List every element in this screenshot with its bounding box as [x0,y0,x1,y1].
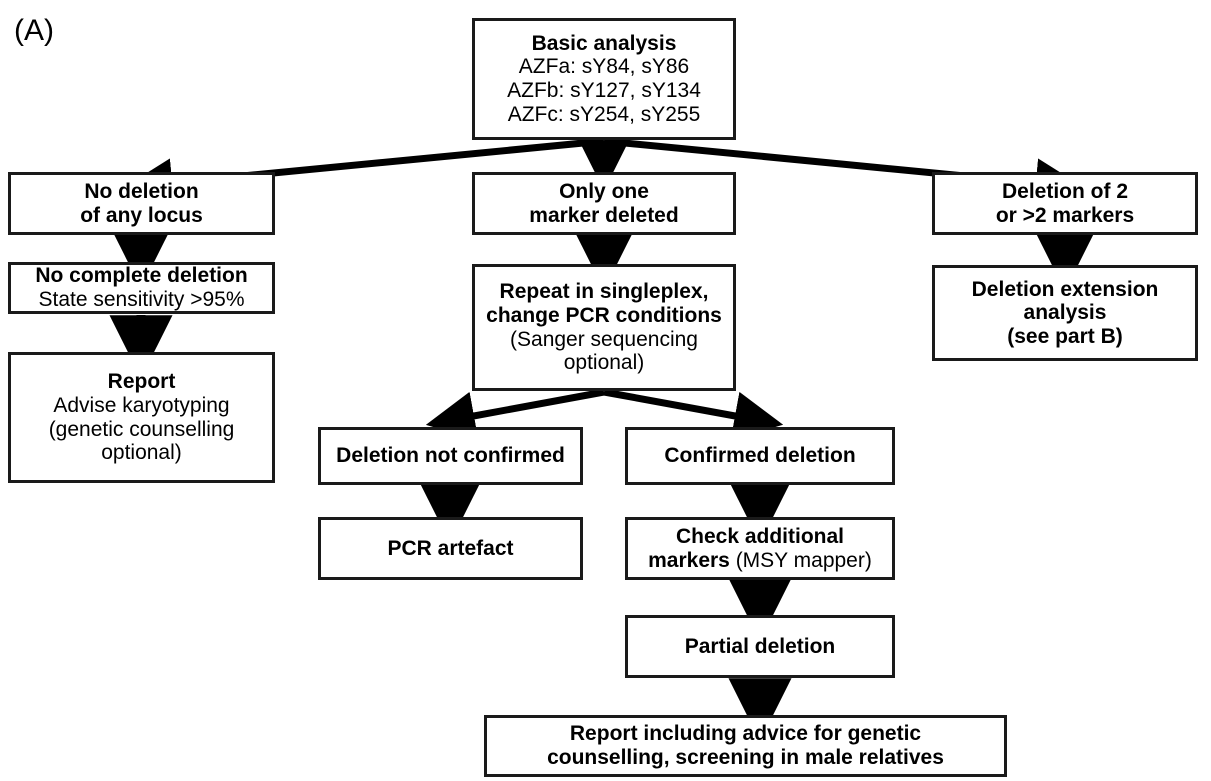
node-repeat-singleplex-line1: Repeat in singleplex, [499,280,709,304]
node-basic-analysis-line1: Basic analysis [531,31,677,55]
node-report-left[interactable]: Report Advise karyotyping (genetic couns… [8,352,275,483]
node-check-additional-markers[interactable]: Check additional markers (MSY mapper) [625,517,895,580]
edge-repeat-to-confirmed-deletion [603,388,784,441]
node-deletion-extension-line3: (see part B) [1007,324,1123,348]
node-deletion-extension-line2: analysis [1023,301,1107,325]
node-no-deletion[interactable]: No deletion of any locus [8,172,275,235]
node-report-left-line1: Report [107,370,176,394]
node-deletion-of-2-line1: Deletion of 2 [1001,179,1128,203]
node-check-additional-markers-line2: markers (MSY mapper) [634,549,886,573]
node-check-additional-markers-line2-strong: markers [648,548,730,572]
node-check-additional-markers-line2-light: (MSY mapper) [729,548,872,572]
node-confirmed-deletion[interactable]: Confirmed deletion [625,427,895,485]
node-repeat-singleplex-line2: change PCR conditions [486,303,722,327]
node-pcr-artefact[interactable]: PCR artefact [318,517,583,580]
node-only-one-marker-line1: Only one [559,179,649,203]
node-basic-analysis-line4: AZFc: sY254, sY255 [507,102,701,126]
node-deletion-not-confirmed-line1: Deletion not confirmed [336,444,565,468]
node-deletion-extension[interactable]: Deletion extension analysis (see part B) [932,265,1198,361]
node-check-additional-markers-line1: Check additional [675,524,845,548]
node-pcr-artefact-line1: PCR artefact [387,536,514,560]
node-no-deletion-line1: No deletion [84,179,199,203]
node-report-bottom[interactable]: Report including advice for genetic coun… [484,715,1007,777]
node-partial-deletion[interactable]: Partial deletion [625,615,895,678]
node-no-complete-deletion-line2: State sensitivity >95% [38,288,245,311]
node-repeat-singleplex[interactable]: Repeat in singleplex, change PCR conditi… [472,264,736,391]
node-only-one-marker[interactable]: Only one marker deleted [472,172,736,235]
node-no-complete-deletion-line1: No complete deletion [35,264,248,288]
node-partial-deletion-line1: Partial deletion [684,634,836,658]
node-report-left-line2: Advise karyotyping [53,393,230,417]
node-report-bottom-line2: counselling, screening in male relatives [547,746,944,769]
node-repeat-singleplex-line4: optional) [563,351,645,375]
node-no-complete-deletion[interactable]: No complete deletion State sensitivity >… [8,262,275,314]
node-basic-analysis-line2: AZFa: sY84, sY86 [518,55,690,79]
node-deletion-not-confirmed[interactable]: Deletion not confirmed [318,427,583,485]
node-report-left-line3: (genetic counselling [48,417,235,441]
panel-label-a: (A) [14,14,54,47]
node-basic-analysis-line3: AZFb: sY127, sY134 [507,79,701,102]
edge-repeat-to-deletion-not-confirmed [425,388,605,441]
node-report-left-line4: optional) [101,441,182,465]
node-repeat-singleplex-line3: (Sanger sequencing [510,327,698,351]
node-only-one-marker-line2: marker deleted [529,203,679,227]
node-deletion-of-2[interactable]: Deletion of 2 or >2 markers [932,172,1198,235]
node-basic-analysis[interactable]: Basic analysis AZFa: sY84, sY86 AZFb: sY… [472,18,736,140]
node-deletion-of-2-line2: or >2 markers [995,203,1135,227]
node-report-bottom-line1: Report including advice for genetic [569,722,922,746]
node-deletion-extension-line1: Deletion extension [971,277,1159,301]
node-no-deletion-line2: of any locus [80,203,203,227]
node-confirmed-deletion-line1: Confirmed deletion [664,444,856,468]
